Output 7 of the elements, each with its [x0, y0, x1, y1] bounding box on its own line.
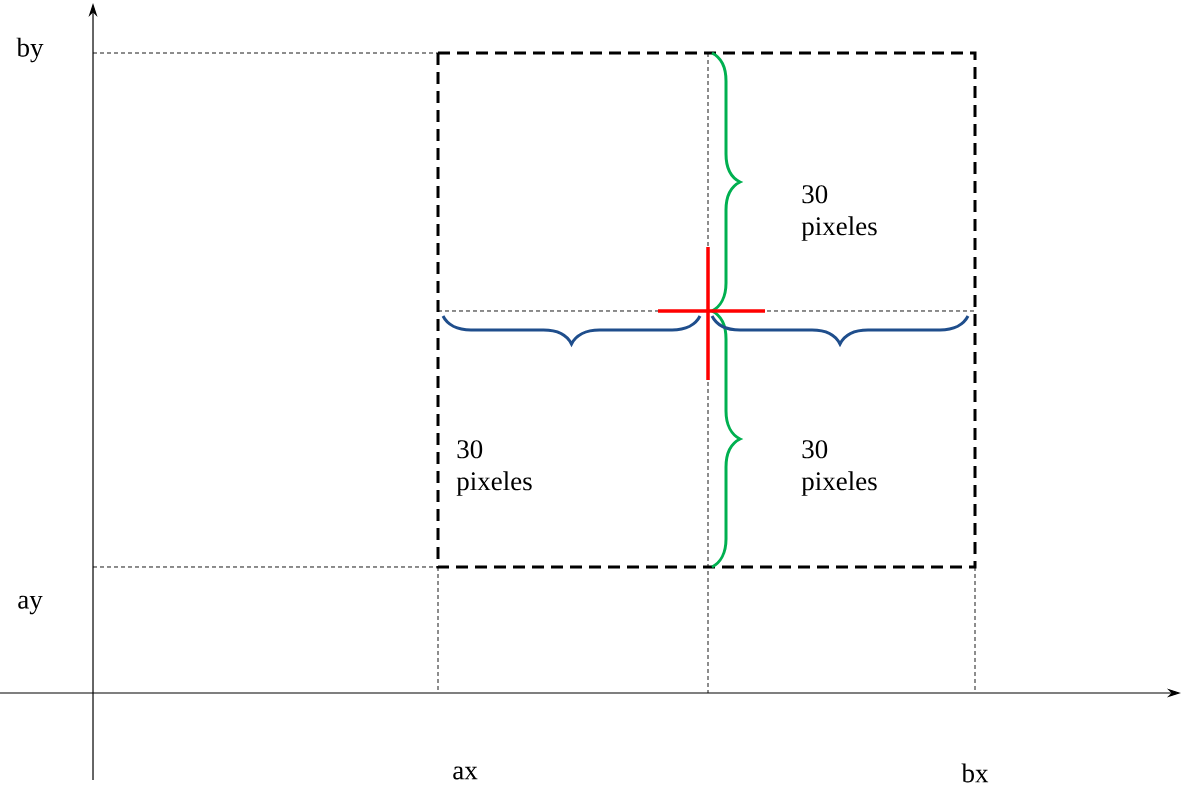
dimension-label: 30 pixeles — [801, 440, 877, 496]
axis-label: bx — [961, 763, 989, 783]
axis-label: ay — [18, 595, 43, 615]
axis-label: by — [16, 37, 44, 63]
dimension-label: 30 pixeles — [456, 440, 532, 496]
dimension-label: 30 pixeles — [801, 185, 877, 241]
axis-label: ax — [453, 766, 478, 780]
